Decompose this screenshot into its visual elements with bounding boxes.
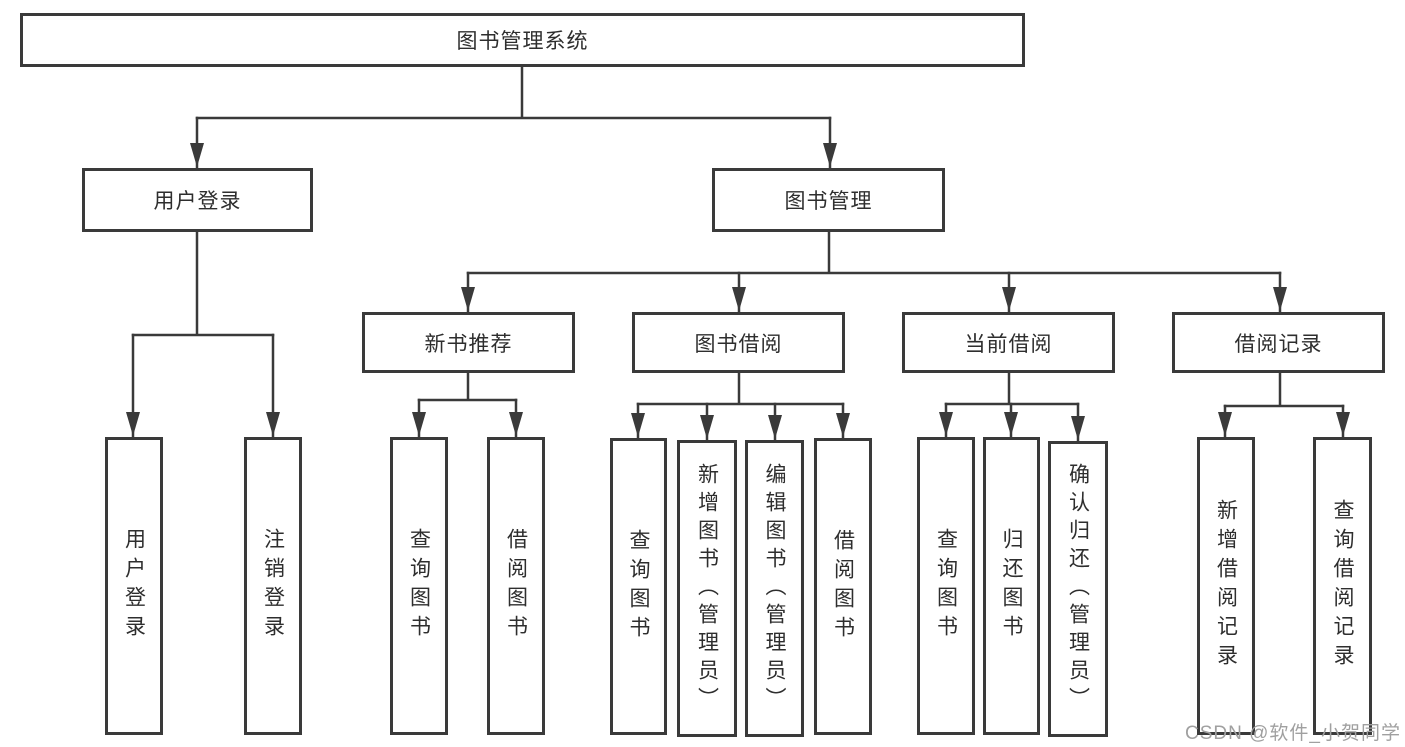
leaf-current-return-books: 归还图书 <box>983 437 1040 735</box>
node-user-login-label: 用户登录 <box>153 190 242 213</box>
leaf-current-confirm-return-admin: 确认归还（管理员） <box>1048 441 1108 737</box>
leaf-records-query-record-label: 查询借阅记录 <box>1331 499 1354 673</box>
node-new-book-recommend: 新书推荐 <box>362 312 575 373</box>
leaf-logout-label: 注销登录 <box>261 528 285 644</box>
leaf-borrowing-edit-book-admin-label: 编辑图书（管理员） <box>763 462 786 715</box>
node-current-borrowing: 当前借阅 <box>902 312 1115 373</box>
leaf-current-return-books-label: 归还图书 <box>1000 528 1023 644</box>
leaf-borrowing-add-book-admin: 新增图书（管理员） <box>677 440 737 737</box>
leaf-newbook-borrow-books: 借阅图书 <box>487 437 545 735</box>
node-borrow-records-label: 借阅记录 <box>1234 332 1323 356</box>
node-current-borrowing-label: 当前借阅 <box>964 332 1053 356</box>
node-new-book-recommend-label: 新书推荐 <box>424 332 513 356</box>
node-borrow-records: 借阅记录 <box>1172 312 1385 373</box>
leaf-borrowing-borrow-books-label: 借阅图书 <box>831 528 855 645</box>
leaf-records-add-record-label: 新增借阅记录 <box>1214 499 1238 673</box>
leaf-borrowing-query-books: 查询图书 <box>610 438 667 735</box>
node-book-management-label: 图书管理 <box>784 190 873 213</box>
leaf-current-query-books: 查询图书 <box>917 437 975 735</box>
leaf-newbook-borrow-books-label: 借阅图书 <box>504 528 528 644</box>
leaf-borrowing-edit-book-admin: 编辑图书（管理员） <box>745 440 804 737</box>
leaf-logout: 注销登录 <box>244 437 302 735</box>
leaf-borrowing-add-book-admin-label: 新增图书（管理员） <box>695 462 719 715</box>
leaf-user-login-label: 用户登录 <box>122 528 146 644</box>
leaf-borrowing-borrow-books: 借阅图书 <box>814 438 872 735</box>
node-root: 图书管理系统 <box>20 13 1025 67</box>
leaf-current-confirm-return-admin-label: 确认归还（管理员） <box>1066 463 1090 715</box>
csdn-watermark: CSDN @软件_小贺同学 <box>1185 723 1401 744</box>
leaf-user-login: 用户登录 <box>105 437 163 735</box>
node-root-label: 图书管理系统 <box>456 30 589 53</box>
node-book-borrowing: 图书借阅 <box>632 312 845 373</box>
leaf-newbook-query-books: 查询图书 <box>390 437 448 735</box>
leaf-borrowing-query-books-label: 查询图书 <box>627 528 650 645</box>
leaf-records-query-record: 查询借阅记录 <box>1313 437 1372 735</box>
leaf-current-query-books-label: 查询图书 <box>934 528 958 644</box>
node-book-borrowing-label: 图书借阅 <box>694 332 783 356</box>
leaf-newbook-query-books-label: 查询图书 <box>407 528 431 644</box>
leaf-records-add-record: 新增借阅记录 <box>1197 437 1255 735</box>
node-user-login: 用户登录 <box>82 168 313 232</box>
node-book-management: 图书管理 <box>712 168 945 232</box>
